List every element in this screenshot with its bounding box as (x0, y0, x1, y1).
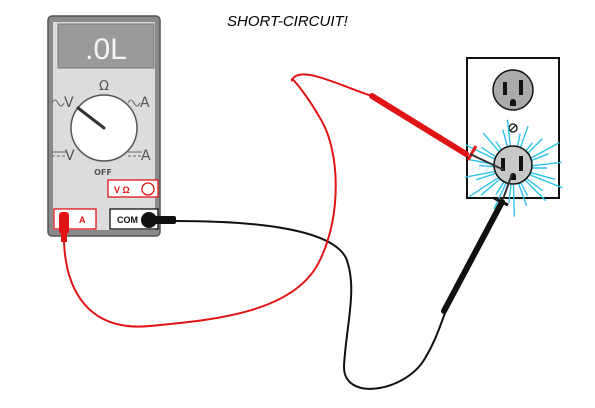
volt-ohm-socket (141, 182, 155, 196)
spark-ray (529, 173, 563, 189)
red-lead-wire[interactable] (63, 73, 373, 328)
spark-ray (480, 178, 501, 196)
volt-ohm-jack-label: V Ω (114, 185, 130, 195)
dial-ac-volts-label: V (64, 95, 74, 111)
dial-off-label: OFF (94, 168, 112, 177)
spark-ray (520, 182, 529, 196)
upper-receptacle (492, 69, 534, 111)
lcd-display (57, 23, 155, 69)
spark-ray (464, 170, 496, 178)
diagram-title: SHORT-CIRCUIT! (227, 13, 349, 30)
red-probe-tip (469, 153, 505, 171)
spark-ray (530, 161, 562, 167)
spark-ray (468, 174, 503, 198)
spark-ray (495, 180, 506, 195)
dc-volts-icon (52, 151, 66, 157)
spark-ray (508, 184, 512, 203)
common-jack-label: COM (117, 215, 138, 225)
spark-ray (523, 178, 547, 202)
spark-ray (475, 172, 499, 181)
black-plug[interactable] (141, 212, 176, 228)
selector-knob-icon[interactable] (70, 94, 138, 162)
spark-ray (465, 144, 498, 161)
lower-receptacle (493, 145, 533, 185)
spark-ray (528, 171, 556, 180)
red-plug[interactable] (59, 212, 69, 242)
ac-volts-icon (51, 99, 65, 107)
dial-ohm-label: Ω (99, 79, 109, 94)
black-probe[interactable] (441, 173, 513, 314)
red-probe[interactable] (369, 93, 505, 171)
knob-pointer (76, 106, 106, 130)
volt-ohm-jack[interactable]: V Ω (107, 179, 159, 198)
spark-ray (516, 179, 528, 206)
dial-ac-amps-label: A (140, 95, 150, 111)
dial-dc-amps-label: A (141, 148, 151, 164)
spark-ray (493, 179, 509, 209)
dial-dc-volts-label: V (65, 148, 75, 164)
black-probe-tip (502, 173, 513, 200)
amps-jack-label: A (79, 215, 86, 225)
dc-amps-icon (128, 151, 142, 157)
ac-amps-icon (127, 99, 141, 107)
lcd-reading: .0L (85, 33, 127, 66)
spark-ray (512, 182, 515, 217)
screw-icon (508, 123, 518, 133)
black-lead-wire[interactable] (175, 220, 453, 390)
multimeter: .0L Ω OFF V A V A V Ω (47, 15, 161, 237)
